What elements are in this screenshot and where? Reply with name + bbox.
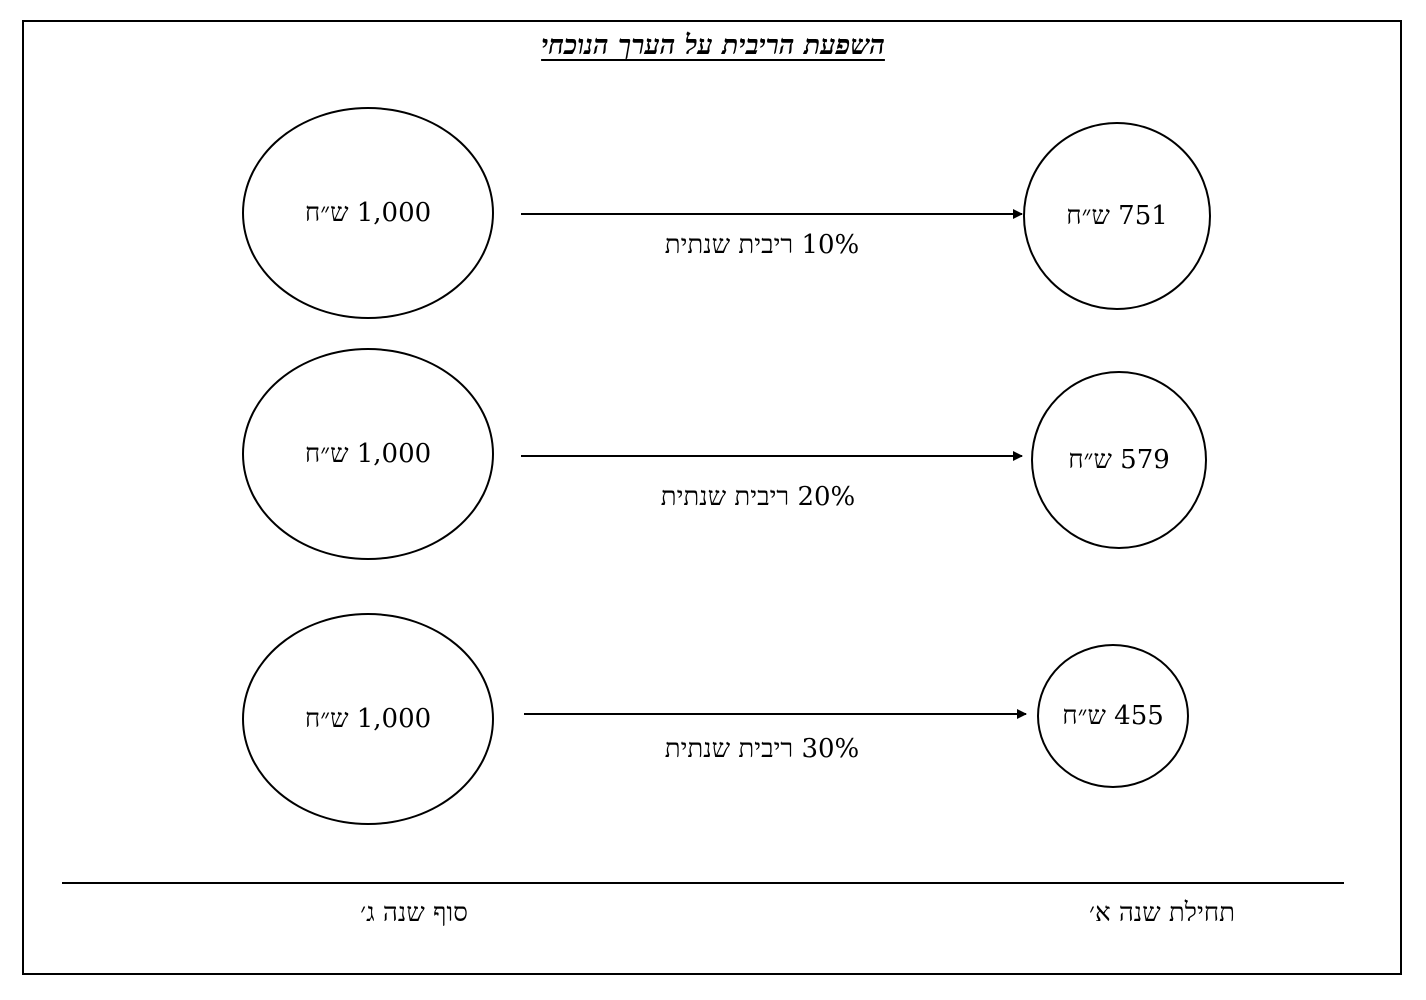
future-value-label-2: 1,000 ש״ח [304, 439, 432, 469]
rate-label-2: 20% ריבית שנתית [660, 482, 856, 512]
future-value-ellipse-3: 1,000 ש״ח [242, 613, 494, 825]
diagram-title: השפעת הריבית על הערך הנוכחי [541, 30, 885, 61]
future-value-label-3: 1,000 ש״ח [304, 704, 432, 734]
present-value-label-3: 455 ש״ח [1062, 701, 1164, 731]
future-value-ellipse-2: 1,000 ש״ח [242, 348, 494, 560]
timeline-start-label: תחילת שנה א׳ [1088, 898, 1236, 928]
timeline-baseline [62, 882, 1344, 884]
present-value-circle-3: 455 ש״ח [1037, 644, 1189, 788]
rate-label-1: 10% ריבית שנתית [664, 230, 860, 260]
diagram-frame [22, 20, 1402, 975]
present-value-circle-1: 751 ש״ח [1023, 122, 1211, 310]
timeline-end-label: סוף שנה ג׳ [360, 898, 468, 928]
future-value-label-1: 1,000 ש״ח [304, 198, 432, 228]
future-value-ellipse-1: 1,000 ש״ח [242, 107, 494, 319]
present-value-label-2: 579 ש״ח [1068, 445, 1170, 475]
rate-label-3: 30% ריבית שנתית [664, 734, 860, 764]
present-value-circle-2: 579 ש״ח [1031, 371, 1207, 549]
present-value-label-1: 751 ש״ח [1066, 201, 1168, 231]
